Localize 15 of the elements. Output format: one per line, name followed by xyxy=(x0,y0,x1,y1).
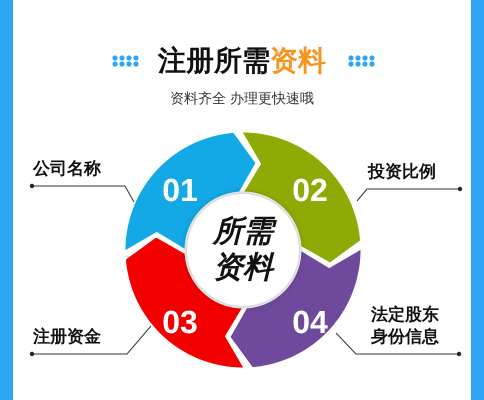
subtitle: 资料齐全 办理更快速哦 xyxy=(170,91,314,107)
label-text: 公司名称 xyxy=(33,158,113,186)
step-number: 01 xyxy=(161,172,199,208)
label-text: 投资比例 xyxy=(368,161,448,189)
leader-line xyxy=(30,326,152,356)
leader-line xyxy=(30,184,134,202)
title: 注册所需资料 xyxy=(158,44,326,77)
center-text: 所需资料 xyxy=(212,214,274,286)
label-text: 法定股东身份信息 xyxy=(371,304,447,354)
leader-line xyxy=(356,186,462,202)
step-number: 04 xyxy=(291,304,329,340)
leader-line xyxy=(336,332,462,356)
step-number: 02 xyxy=(291,172,329,208)
label-text: 注册资金 xyxy=(33,326,113,354)
step-number: 03 xyxy=(161,304,199,340)
